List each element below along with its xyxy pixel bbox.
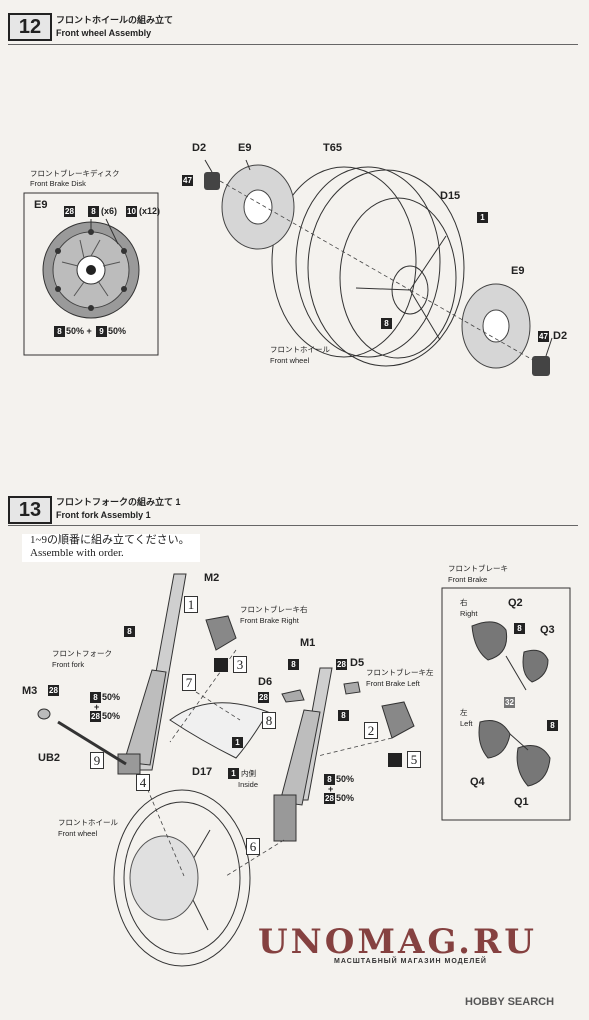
label-brake-left-jp: フロントブレーキ左 <box>366 668 434 677</box>
label-brake-left-en: Front Brake Left <box>366 679 420 688</box>
part-m1: M1 <box>300 637 316 649</box>
disk-part-e9: E9 <box>34 199 48 211</box>
step-12-title-jp: フロントホイールの組み立て <box>56 15 174 25</box>
disk-label-jp: フロントブレーキディスク <box>30 169 120 178</box>
badge-28-d5: 28 <box>336 659 347 670</box>
order-6: 6 <box>246 838 260 855</box>
order-5: 5 <box>407 751 421 768</box>
label-left-jp: 左 <box>460 708 468 717</box>
disk-badge-10: 10 <box>126 206 137 217</box>
part-d5: D5 <box>350 657 365 669</box>
badge-28-d6: 28 <box>258 692 269 703</box>
order-note-en: Assemble with order. <box>30 547 124 559</box>
order-3: 3 <box>233 656 247 673</box>
step-13-title-en: Front fork Assembly 1 <box>56 510 151 520</box>
order-note-jp: 1~9の順番に組み立てください。 <box>30 534 190 546</box>
mix-right-pct-1: 50% <box>336 774 355 784</box>
label-brake-en: Front Brake <box>448 575 488 584</box>
badge-1-inside: 1 <box>228 768 239 779</box>
mix-left-pct-2: 50% <box>102 711 121 721</box>
label-wheel-en: Front wheel <box>58 829 98 838</box>
part-d2-right: D2 <box>553 330 568 342</box>
part-d17: D17 <box>192 766 213 778</box>
label-brake-right-en: Front Brake Right <box>240 616 299 625</box>
step-13-rule <box>8 525 578 526</box>
mix-left-plus: + <box>94 702 100 712</box>
part-q4: Q4 <box>470 776 485 788</box>
mix-right-pct-2: 50% <box>336 793 355 803</box>
mix-left-pct-1: 50% <box>102 692 121 702</box>
order-4: 4 <box>136 774 150 791</box>
step-12-number: 12 <box>8 13 52 41</box>
watermark-site: UNOMAG.RU <box>258 922 537 962</box>
disk-badge-8: 8 <box>88 206 99 217</box>
order-2: 2 <box>364 722 378 739</box>
label-inside-jp: 内側 <box>241 769 256 778</box>
part-q3: Q3 <box>540 624 555 636</box>
part-ub2: UB2 <box>38 752 61 764</box>
badge-28-m3: 28 <box>48 685 59 696</box>
badge-8-m1: 8 <box>288 659 299 670</box>
brush-icon-3 <box>214 658 228 672</box>
part-e9-right: E9 <box>511 265 525 277</box>
label-fork-jp: フロントフォーク <box>52 649 112 658</box>
label-right-en: Right <box>460 609 478 618</box>
watermark-hobby: HOBBY SEARCH <box>465 996 555 1008</box>
badge-8-q1: 8 <box>547 720 558 731</box>
order-note: 1~9の順番に組み立てください。 Assemble with order. <box>22 534 200 562</box>
label-brake-right-jp: フロントブレーキ右 <box>240 605 308 614</box>
disk-mix-badge-9: 9 <box>96 326 107 337</box>
badge-8-fork: 8 <box>124 626 135 637</box>
part-d6: D6 <box>258 676 273 688</box>
step-13-number: 13 <box>8 496 52 524</box>
part-q2: Q2 <box>508 597 523 609</box>
label-wheel-jp: フロントホイール <box>58 818 118 827</box>
mix-left-badge-28: 28 <box>90 711 101 722</box>
disk-mix-pct-2: 50% <box>108 326 127 336</box>
label-left-en: Left <box>460 719 473 728</box>
paint-badge-8-wheel: 8 <box>381 318 392 329</box>
order-1: 1 <box>184 596 198 613</box>
order-8: 8 <box>262 712 276 729</box>
step-13-title-jp: フロントフォークの組み立て 1 <box>56 497 181 507</box>
disk-count-x12: (x12) <box>139 206 161 216</box>
part-d15: D15 <box>440 190 461 202</box>
label-right-jp: 右 <box>460 598 468 607</box>
part-e9-top: E9 <box>238 142 252 154</box>
step-12-rule <box>8 44 578 45</box>
mix-right-plus: + <box>328 784 334 794</box>
badge-8-q2: 8 <box>514 623 525 634</box>
wheel-label-jp: フロントホイール <box>270 345 330 354</box>
badge-32: 32 <box>504 697 515 708</box>
order-7: 7 <box>182 674 196 691</box>
part-t65: T65 <box>323 142 342 154</box>
paint-badge-47-right: 47 <box>538 331 549 342</box>
paint-badge-1: 1 <box>477 212 488 223</box>
step-12-title-en: Front wheel Assembly <box>56 28 152 38</box>
part-q1: Q1 <box>514 796 529 808</box>
label-inside-en: Inside <box>238 780 259 789</box>
label-brake-jp: フロントブレーキ <box>448 564 508 573</box>
mix-left-badge-8: 8 <box>90 692 101 703</box>
wheel-label-en: Front wheel <box>270 356 310 365</box>
part-m3: M3 <box>22 685 38 697</box>
label-fork-en: Front fork <box>52 660 85 669</box>
part-m2: M2 <box>204 572 220 584</box>
watermark-tagline: МАСШТАБНЫЙ МАГАЗИН МОДЕЛЕЙ <box>334 958 487 965</box>
brush-icon-5 <box>388 753 402 767</box>
part-d2-top: D2 <box>192 142 207 154</box>
paint-badge-47-top: 47 <box>182 175 193 186</box>
mix-right-badge-8: 8 <box>324 774 335 785</box>
disk-mix-pct-1: 50% + <box>66 326 92 336</box>
order-9: 9 <box>90 752 104 769</box>
badge-8-d6: 8 <box>338 710 349 721</box>
disk-label-en: Front Brake Disk <box>30 179 86 188</box>
disk-mix-badge-8: 8 <box>54 326 65 337</box>
mix-right-badge-28: 28 <box>324 793 335 804</box>
disk-badge-28: 28 <box>64 206 75 217</box>
badge-1-d17: 1 <box>232 737 243 748</box>
disk-count-x6: (x6) <box>101 206 118 216</box>
